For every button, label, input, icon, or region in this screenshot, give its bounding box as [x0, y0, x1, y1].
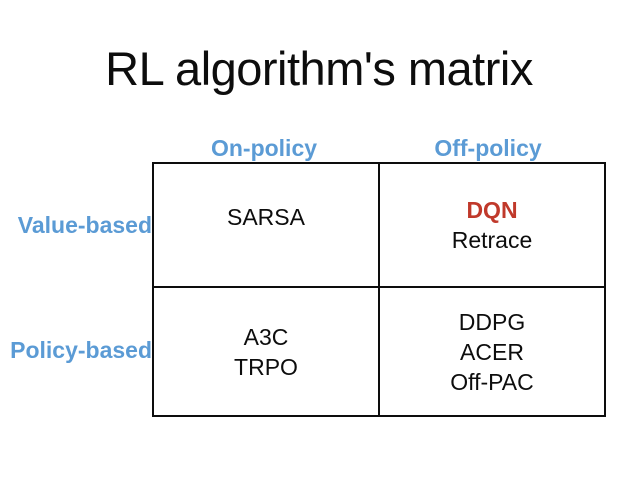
cell-entry: Off-PAC	[450, 368, 534, 395]
cell-entry: SARSA	[227, 204, 305, 230]
cell-entry: A3C	[243, 323, 289, 350]
row-header-policy-based: Policy-based	[10, 337, 152, 363]
page-title: RL algorithm's matrix	[105, 42, 533, 95]
cell-entry: DDPG	[458, 308, 526, 335]
cell-policy-based-off-policy: DDPG ACER Off-PAC	[378, 286, 606, 417]
cell-entry-highlighted: DQN	[466, 197, 518, 223]
rl-algorithm-matrix: SARSA DQN Retrace A3C TRPO DDPG AC	[152, 162, 606, 417]
column-header-on-policy: On-policy	[210, 135, 318, 161]
cell-policy-based-on-policy: A3C TRPO	[152, 286, 380, 417]
cell-value-based-on-policy: SARSA	[152, 162, 380, 288]
row-header-value-based: Value-based	[17, 212, 152, 238]
table-row: A3C TRPO DDPG ACER Off-PAC	[152, 286, 606, 417]
table-row: SARSA DQN Retrace	[152, 162, 606, 288]
cell-value-based-off-policy: DQN Retrace	[378, 162, 606, 288]
cell-entry: Retrace	[451, 227, 533, 253]
cell-entry: ACER	[460, 338, 524, 365]
column-header-off-policy: Off-policy	[434, 135, 542, 161]
cell-entry: TRPO	[234, 353, 298, 380]
